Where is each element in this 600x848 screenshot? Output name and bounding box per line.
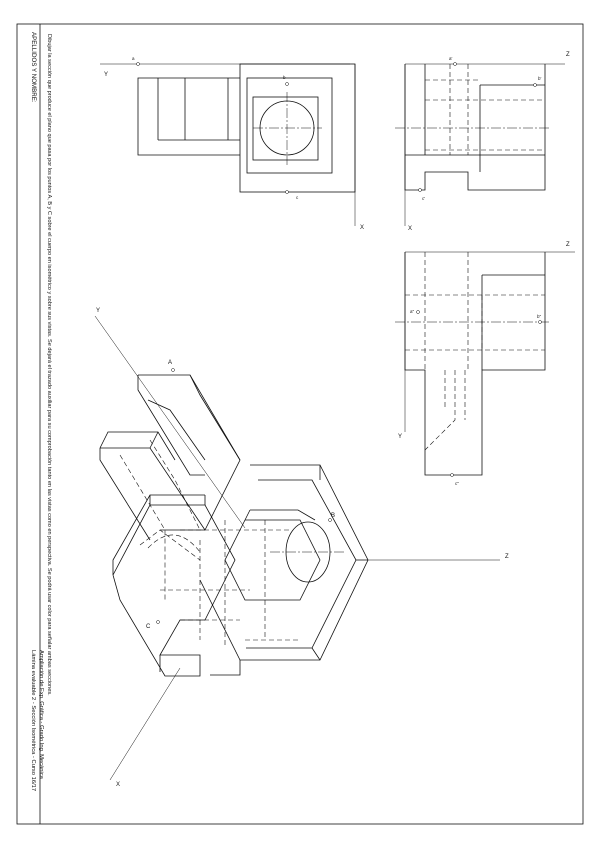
title-block: Ampliación de Exp. Gráfica - Grado Ing. … <box>29 650 45 792</box>
point-c-iso: C <box>146 624 151 630</box>
point-c-top: c <box>296 195 299 200</box>
name-field-label: APELLIDOS Y NOMBRE: <box>30 32 37 103</box>
title-line-1: Ampliación de Exp. Gráfica - Grado Ing. … <box>38 650 44 779</box>
iso-x-label: X <box>116 782 120 788</box>
top-view: Y X a b c <box>100 56 364 231</box>
instructions-text: Dibujar la sección que produce el plano … <box>46 34 52 696</box>
front-view-x-label: X <box>408 226 412 232</box>
front-view-z-label: Z <box>566 52 570 58</box>
title-line-2: Lámina evaluable 2 - Sección Isométrica … <box>30 650 37 792</box>
top-view-frame <box>246 77 333 174</box>
side-view-y-label: Y <box>398 434 402 440</box>
sheet-frame <box>16 23 584 825</box>
point-a-top: a <box>132 56 135 61</box>
side-view: Z Y a'' b'' c'' <box>395 242 575 486</box>
iso-y-label: Y <box>96 308 100 314</box>
isometric-view: A B C Y Z X <box>94 308 509 788</box>
top-view-outer-outline <box>239 63 356 193</box>
top-view-y-label: Y <box>104 72 108 78</box>
iso-x-axis <box>109 667 181 781</box>
point-b-top: b <box>283 75 286 80</box>
point-c-front: c' <box>422 196 425 201</box>
side-view-z-label: Z <box>566 242 570 248</box>
point-b-iso: B <box>331 513 335 519</box>
top-view-x-label: X <box>360 225 364 231</box>
point-a-iso: A <box>168 360 172 366</box>
iso-z-label: Z <box>505 554 509 560</box>
top-view-inner-square <box>252 96 319 161</box>
point-c-side: c'' <box>455 481 459 486</box>
iso-y-axis <box>94 315 246 529</box>
front-view: Z X a' b' c' <box>395 52 570 232</box>
point-b-side: b'' <box>537 314 541 319</box>
point-b-front: b' <box>538 76 542 81</box>
point-a-side: a'' <box>410 309 414 314</box>
point-a-front: a' <box>449 56 453 61</box>
